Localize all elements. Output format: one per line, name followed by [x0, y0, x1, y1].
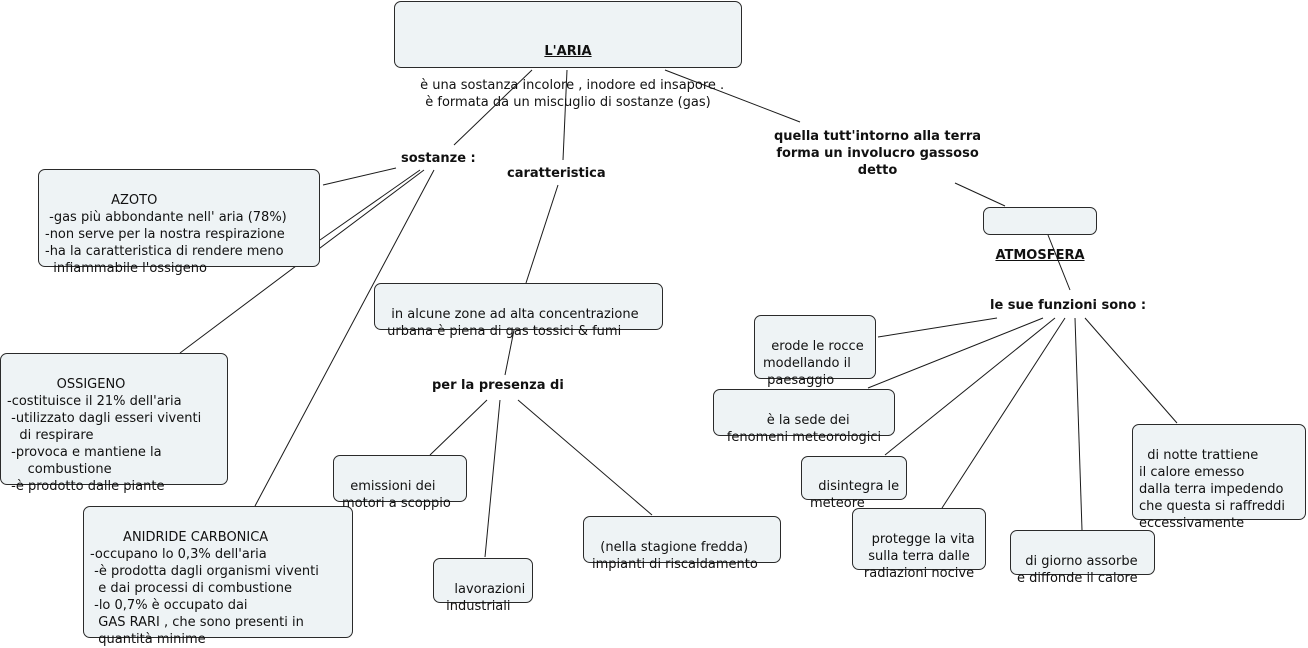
- link-funzioni-notte: [1084, 317, 1178, 424]
- giorno-text: di giorno assorbe e diffonde il calore: [1017, 554, 1138, 586]
- node-riscaldamento[interactable]: (nella stagione fredda) impianti di risc…: [583, 516, 781, 572]
- node-motori[interactable]: emissioni dei motori a scoppio: [333, 455, 467, 511]
- link-sostanze-anidride: [254, 169, 435, 507]
- node-azoto[interactable]: AZOTO -gas più abbondante nell' aria (78…: [38, 169, 320, 276]
- link-label-caratteristica: caratteristica: [507, 166, 606, 181]
- node-funzione-protegge[interactable]: protegge la vita sulla terra dalle radia…: [852, 508, 986, 581]
- notte-text: di notte trattiene il calore emesso dall…: [1139, 448, 1285, 531]
- link-funzioni-meteore: [884, 317, 1056, 456]
- link-presenza-riscaldamento: [517, 399, 653, 516]
- node-industriali[interactable]: lavorazioni industriali: [433, 558, 533, 614]
- meteore-text: disintegra le meteore: [810, 479, 900, 511]
- root-node-aria[interactable]: L'ARIA è una sostanza incolore , inodore…: [394, 1, 742, 110]
- link-presenza-motori: [429, 399, 488, 456]
- root-description: è una sostanza incolore , inodore ed ins…: [420, 78, 725, 110]
- node-funzione-erode[interactable]: erode le rocce modellando il paesaggio: [754, 315, 876, 388]
- link-root-caratteristica: [562, 69, 568, 161]
- link-sostanze-azoto: [322, 167, 397, 186]
- link-box-presenza: [504, 329, 515, 376]
- node-atmosfera[interactable]: ATMOSFERA: [983, 207, 1097, 263]
- azoto-text: AZOTO -gas più abbondante nell' aria (78…: [45, 193, 287, 276]
- link-root-sostanze: [453, 69, 533, 146]
- link-atmosfera-funzioni: [1047, 234, 1071, 291]
- ossigeno-text: OSSIGENO -costituisce il 21% dell'aria -…: [7, 377, 202, 494]
- link-intro-atmosfera: [954, 182, 1006, 207]
- industriali-text: lavorazioni industriali: [446, 582, 526, 614]
- node-funzione-giorno[interactable]: di giorno assorbe e diffonde il calore: [1010, 530, 1155, 586]
- link-funzioni-sede: [867, 317, 1044, 389]
- link-label-atmosfera-intro: quella tutt'intorno alla terra forma un …: [774, 129, 982, 178]
- node-anidride-carbonica[interactable]: ANIDRIDE CARBONICA -occupano lo 0,3% del…: [83, 506, 353, 647]
- link-label-sostanze: sostanze :: [401, 151, 476, 166]
- link-root-atmosfera-intro: [664, 69, 801, 123]
- link-sostanze-azoto-2: [319, 169, 421, 241]
- anidride-text: ANIDRIDE CARBONICA -occupano lo 0,3% del…: [90, 530, 319, 647]
- node-funzione-sede[interactable]: è la sede dei fenomeni meteorologici: [713, 389, 895, 445]
- protegge-text: protegge la vita sulla terra dalle radia…: [863, 532, 975, 581]
- root-title: L'ARIA: [544, 44, 592, 59]
- node-caratteristica[interactable]: in alcune zone ad alta concentrazione ur…: [374, 283, 663, 339]
- atmosfera-title: ATMOSFERA: [995, 248, 1085, 263]
- link-presenza-industriali: [484, 399, 501, 558]
- link-funzioni-protegge: [941, 317, 1066, 509]
- erode-text: erode le rocce modellando il paesaggio: [763, 339, 864, 388]
- caratteristica-text: in alcune zone ad alta concentrazione ur…: [387, 307, 639, 339]
- link-label-presenza: per la presenza di: [432, 378, 564, 393]
- link-caratteristica-box: [525, 184, 559, 284]
- riscaldamento-text: (nella stagione fredda) impianti di risc…: [592, 540, 758, 572]
- link-funzioni-erode: [877, 317, 998, 338]
- link-label-funzioni: le sue funzioni sono :: [990, 298, 1147, 313]
- node-ossigeno[interactable]: OSSIGENO -costituisce il 21% dell'aria -…: [0, 353, 228, 494]
- motori-text: emissioni dei motori a scoppio: [342, 479, 451, 511]
- link-funzioni-giorno: [1074, 317, 1083, 531]
- sede-text: è la sede dei fenomeni meteorologici: [726, 413, 882, 445]
- node-funzione-meteore[interactable]: disintegra le meteore: [801, 456, 907, 511]
- node-funzione-notte[interactable]: di notte trattiene il calore emesso dall…: [1132, 424, 1306, 531]
